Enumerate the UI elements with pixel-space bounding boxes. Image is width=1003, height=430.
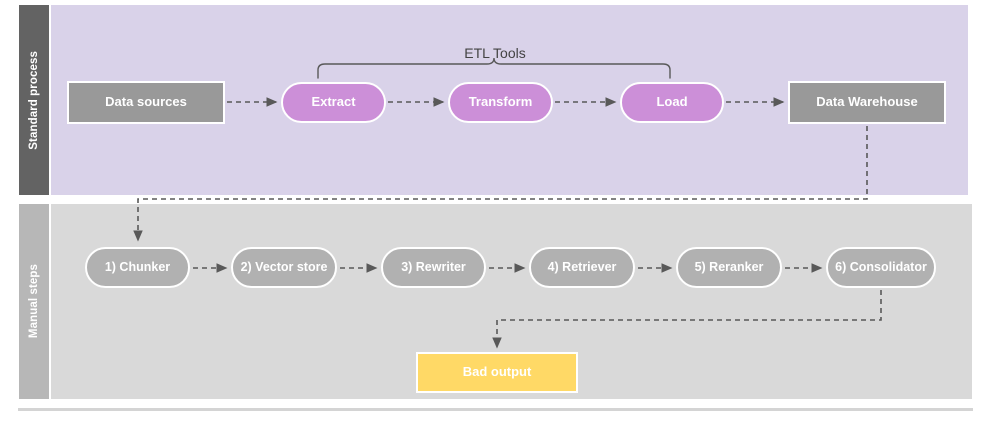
node-label-vector-store: 2) Vector store xyxy=(240,260,328,275)
node-rewriter[interactable]: 3) Rewriter xyxy=(381,247,486,288)
node-chunker[interactable]: 1) Chunker xyxy=(85,247,190,288)
node-load[interactable]: Load xyxy=(620,82,724,123)
node-vector-store[interactable]: 2) Vector store xyxy=(231,247,337,288)
node-label-retriever: 4) Retriever xyxy=(547,260,617,275)
node-label-rewriter: 3) Rewriter xyxy=(401,260,466,275)
node-extract[interactable]: Extract xyxy=(281,82,386,123)
etl-tools-label: ETL Tools xyxy=(464,45,526,61)
node-label-load: Load xyxy=(656,94,688,110)
node-data-warehouse[interactable]: Data Warehouse xyxy=(788,81,946,124)
node-label-chunker: 1) Chunker xyxy=(104,260,171,275)
node-label-reranker: 5) Reranker xyxy=(694,260,764,275)
lane-label-manual-steps: Manual steps xyxy=(28,264,40,339)
lane-label-standard-process: Standard process xyxy=(28,50,40,150)
bottom-divider-rule xyxy=(18,408,973,411)
node-label-data-warehouse: Data Warehouse xyxy=(816,94,918,110)
node-reranker[interactable]: 5) Reranker xyxy=(676,247,782,288)
node-bad-output[interactable]: Bad output xyxy=(416,352,578,393)
node-label-data-sources: Data sources xyxy=(105,94,187,110)
lane-header-manual-steps: Manual steps xyxy=(18,203,50,400)
node-label-transform: Transform xyxy=(468,94,533,110)
node-data-sources[interactable]: Data sources xyxy=(67,81,225,124)
node-retriever[interactable]: 4) Retriever xyxy=(529,247,635,288)
node-transform[interactable]: Transform xyxy=(448,82,553,123)
node-label-bad-output: Bad output xyxy=(462,364,532,380)
node-label-consolidator: 6) Consolidator xyxy=(835,260,927,275)
node-consolidator[interactable]: 6) Consolidator xyxy=(826,247,936,288)
lane-header-standard-process: Standard process xyxy=(18,4,50,196)
node-label-extract: Extract xyxy=(311,94,356,110)
